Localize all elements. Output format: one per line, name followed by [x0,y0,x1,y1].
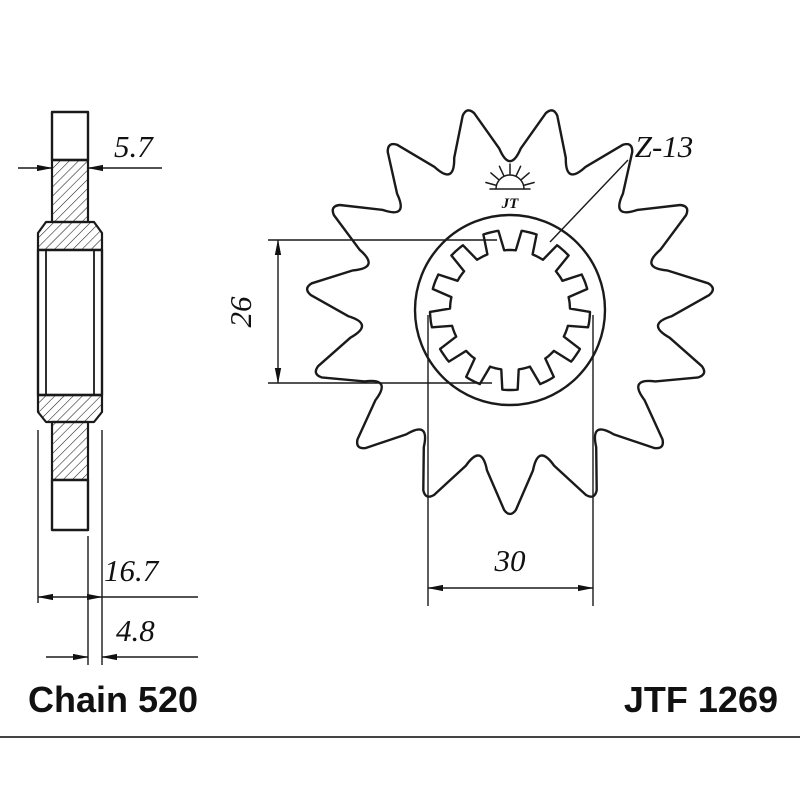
shaft-bottom-hatched [50,420,90,482]
dim-5-7-label: 5.7 [114,129,154,164]
jt-sun-logo-icon: JT [485,163,535,212]
dim-30-label: 30 [494,543,527,578]
jt-logo-text: JT [501,196,520,212]
z-label: Z-13 [635,129,694,164]
teeth-count-callout: Z-13 [549,129,694,243]
shaft-bottom-cap [50,478,90,532]
hub-circle [413,213,607,407]
dimension-26: 26 [223,239,497,384]
dimension-5-7: 5.7 [18,129,162,172]
spline-bore-outline [428,229,592,392]
dimension-4-8: 4.8 [46,536,198,665]
z-label-leader-line [549,159,629,243]
shaft-top-hatched [50,158,90,224]
shaft-top-cap [50,110,90,162]
hub-body [36,248,104,397]
footer: Chain 520 JTF 1269 [0,679,800,738]
tooth-collar-bottom [36,393,104,424]
dimension-30: 30 [427,315,594,606]
part-number-label: JTF 1269 [624,679,778,720]
front-view: JT Z-13 26 30 [223,109,715,606]
tooth-collar-top [36,220,104,252]
chain-size-label: Chain 520 [28,679,198,720]
dimension-16-7: 16.7 [37,430,198,665]
dim-4-8-label: 4.8 [116,613,155,648]
dim-16-7-label: 16.7 [104,553,160,588]
side-section-view [36,110,104,532]
dim-26-label: 26 [223,296,258,328]
